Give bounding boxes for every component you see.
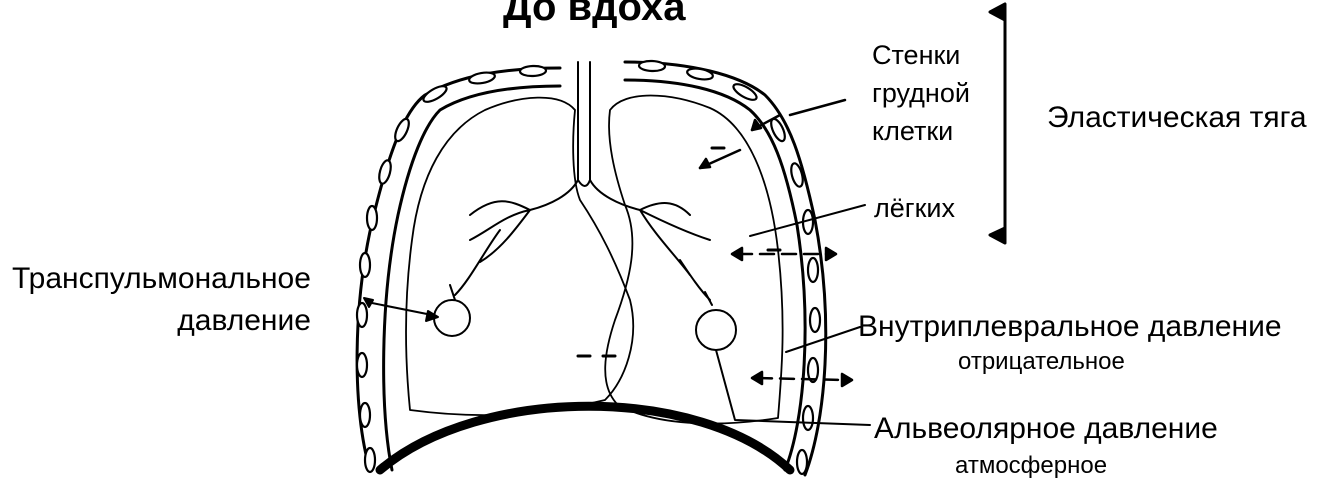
transpulmonary-label-line-1: Транспульмональное (12, 258, 311, 300)
elastic-recoil-label: Эластическая тяга (1047, 101, 1307, 136)
alveolus-left (434, 300, 470, 336)
alveolar-label: Альвеолярное давление (874, 412, 1218, 447)
elastic-recoil-bracket (990, 4, 1005, 243)
alveolar-value: атмосферное (955, 452, 1107, 480)
transpulmonary-label: Транспульмональное давление (12, 258, 311, 342)
transpulmonary-label-line-2: давление (12, 300, 311, 342)
alveoli (434, 300, 736, 350)
lungs-label: лёгких (874, 193, 955, 224)
diaphragm (380, 406, 790, 470)
intrapleural-label: Внутриплевральное давление (858, 310, 1282, 345)
pleural-arrows (732, 248, 852, 386)
chest-wall-label-line-3: клетки (872, 112, 970, 150)
lung-outlines (406, 96, 783, 424)
chest-wall-leader-line (790, 100, 845, 115)
chest-wall-label: Стенки грудной клетки (872, 36, 970, 150)
intrapleural-leader-line (786, 327, 860, 352)
alveolus-right (696, 310, 736, 350)
chest-wall-label-line-1: Стенки (872, 36, 970, 74)
chest-wall-arrows (700, 100, 845, 168)
diagram-title: До вдоха (503, 0, 685, 30)
transpulmonary-arrow (364, 298, 438, 321)
chest-wall-label-line-2: грудной (872, 74, 970, 112)
intrapleural-value: отрицательное (958, 348, 1125, 376)
negative-pressure-signs (578, 148, 780, 356)
alveolar-leader-line (716, 350, 870, 425)
airway-tree (450, 62, 712, 305)
